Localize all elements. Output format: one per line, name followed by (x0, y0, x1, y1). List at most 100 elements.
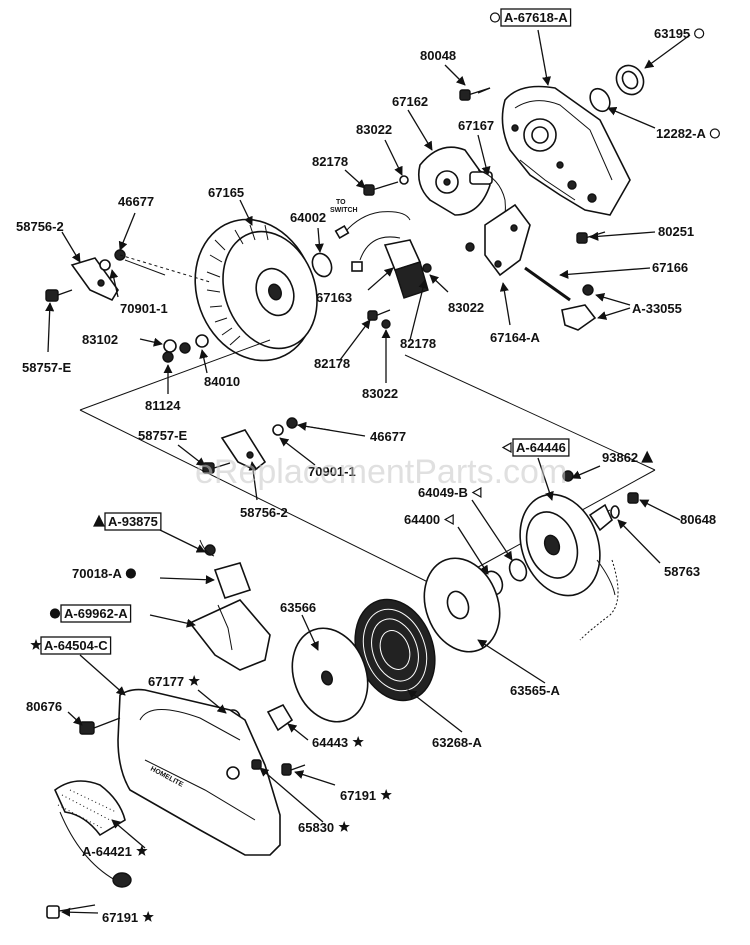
triangle-marker (443, 513, 454, 526)
part-label-a93875: A-93875 (93, 512, 162, 531)
part-number-text: 80676 (26, 699, 62, 714)
part-label-a64446: A-64446 (501, 438, 570, 457)
seal (589, 87, 611, 113)
intake-screen (54, 780, 132, 888)
part-number-text: 67163 (316, 290, 352, 305)
part-label-p83022b: 83022 (448, 300, 484, 315)
part-number-text: A-33055 (632, 301, 682, 316)
part-number-text: 83022 (356, 122, 392, 137)
part-label-p80676: 80676 (26, 699, 62, 714)
part-label-a64504c: A-64504-C (30, 636, 112, 655)
part-label-a69962a: A-69962-A (49, 604, 132, 623)
part-label-p63566: 63566 (280, 600, 316, 615)
part-number-text: 81124 (145, 398, 181, 413)
part-number-text: 67162 (392, 94, 428, 109)
pawl (588, 503, 613, 532)
coil (351, 236, 429, 299)
part-number-text: 64443 (312, 735, 348, 750)
flywheel-nut-washer (162, 334, 209, 363)
part-number-text: 70901-1 (120, 301, 168, 316)
wire-terminal (334, 224, 350, 240)
washer-83022 (422, 263, 432, 273)
part-label-p70901_1b: 70901-1 (308, 464, 356, 479)
part-number-text: 63268-A (432, 735, 482, 750)
part-label-p64443: 64443 (312, 735, 364, 750)
part-number-text: A-93875 (108, 514, 158, 529)
part-number-text: 64400 (404, 512, 440, 527)
part-number-text: 82178 (400, 336, 436, 351)
bushing-64443 (266, 703, 294, 732)
part-label-p67167: 67167 (458, 118, 494, 133)
star-marker (352, 736, 364, 747)
part-label-a67618a: A-67618-A (489, 8, 572, 27)
part-label-p58763: 58763 (664, 564, 700, 579)
star-marker (136, 845, 148, 856)
star-marker (380, 789, 392, 800)
part-label-p82178c: 82178 (400, 336, 436, 351)
part-label-p63565a: 63565-A (510, 683, 560, 698)
part-number-text: 67166 (652, 260, 688, 275)
part-number-text: 93862 (602, 450, 638, 465)
part-label-p83102: 83102 (82, 332, 118, 347)
part-label-p82178b: 82178 (314, 356, 350, 371)
label-box (40, 636, 112, 655)
circle-marker (694, 28, 705, 39)
part-label-p67177: 67177 (148, 674, 200, 689)
part-label-p46677a: 46677 (118, 194, 154, 209)
part-number-text: 67191 (340, 788, 376, 803)
part-label-p64400: 64400 (404, 512, 454, 527)
starter-housing (117, 688, 306, 856)
screw-80048 (459, 87, 491, 101)
part-number-text: 83022 (362, 386, 398, 401)
part-label-p46677b: 46677 (370, 429, 406, 444)
part-label-p84010: 84010 (204, 374, 240, 389)
to-switch-note: TO SWITCH (330, 199, 358, 214)
part-label-p70018a: 70018-A (72, 566, 136, 581)
label-box (500, 8, 572, 27)
part-label-p80048: 80048 (420, 48, 456, 63)
part-label-p80648: 80648 (680, 512, 716, 527)
washer-83022c (381, 319, 391, 329)
switch-wire (344, 211, 411, 233)
part-number-text: 46677 (370, 429, 406, 444)
bracket (484, 203, 531, 277)
part-number-text: 46677 (118, 194, 154, 209)
filled-triangle-marker (641, 450, 654, 463)
circle-marker (489, 12, 501, 23)
part-number-text: 58756-2 (240, 505, 288, 520)
part-label-a64421: A-64421 (82, 844, 148, 859)
leader-lines (45, 29, 691, 917)
part-number-text: A-64446 (516, 440, 566, 455)
part-label-p67166: 67166 (652, 260, 688, 275)
triangle-marker (471, 486, 482, 499)
part-label-p83022a: 83022 (356, 122, 392, 137)
part-number-text: 58756-2 (16, 219, 64, 234)
parts-drawing: HOMELITE (45, 64, 656, 919)
screw-82178-top (363, 175, 409, 196)
part-number-text: 67177 (148, 674, 184, 689)
part-number-text: 80251 (658, 224, 694, 239)
part-number-text: A-64504-C (44, 638, 108, 653)
filled-circle-marker (125, 568, 136, 579)
part-number-text: 80648 (680, 512, 716, 527)
recoil-spring (354, 598, 436, 702)
starter-handle (188, 539, 271, 671)
part-number-text: 64002 (290, 210, 326, 225)
part-number-text: 65830 (298, 820, 334, 835)
filled-circle-marker (49, 608, 61, 619)
coil-terminal (351, 261, 363, 272)
bushing-65830 (251, 759, 262, 770)
washer-64049b (508, 558, 528, 582)
spring-plate (291, 627, 369, 723)
flywheel (194, 218, 318, 362)
screw-82178-mid (367, 309, 391, 321)
part-number-text: 58757-E (138, 428, 187, 443)
part-label-p67191a: 67191 (340, 788, 392, 803)
part-number-text: 84010 (204, 374, 240, 389)
part-label-p64049b: 64049-B (418, 485, 482, 500)
spring-cover (423, 557, 501, 653)
circle-marker (709, 128, 720, 139)
ignition-module (417, 146, 493, 216)
screw-67191-bottom (46, 904, 96, 919)
